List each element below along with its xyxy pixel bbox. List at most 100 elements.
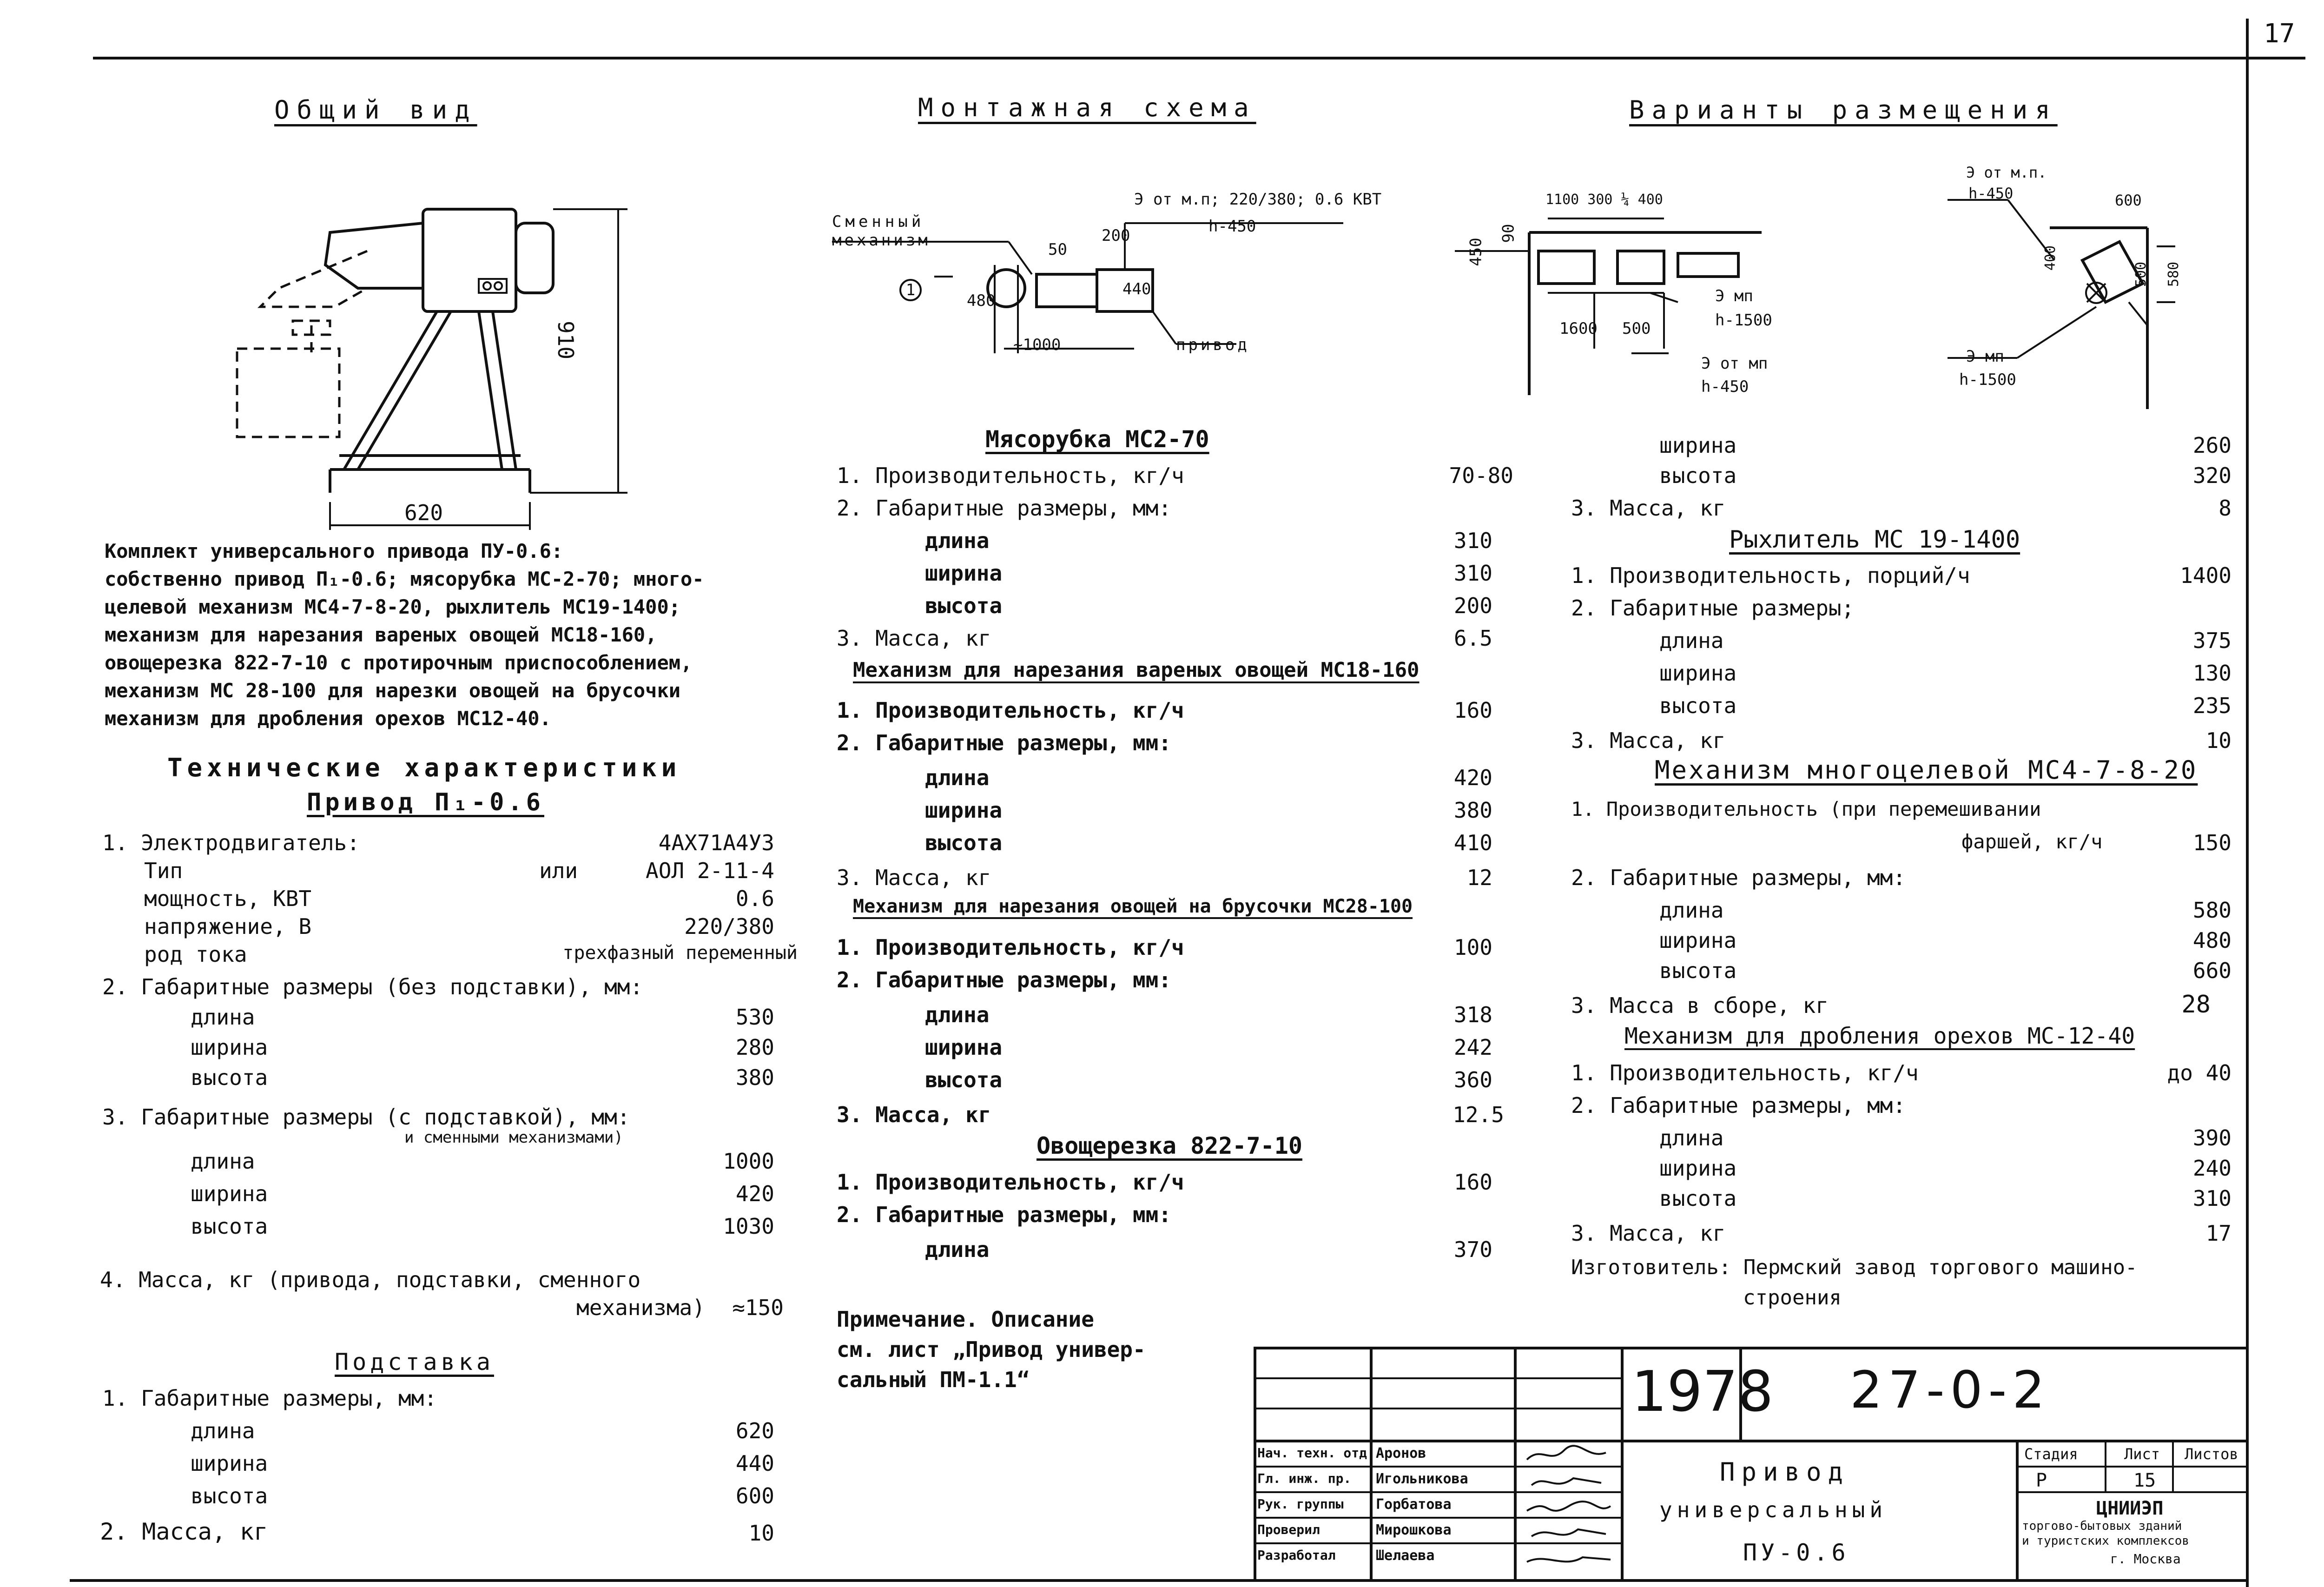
bars-l5v: 360 <box>1453 1067 1492 1092</box>
title-code: 27-0-2 <box>1850 1360 2051 1420</box>
title-year: 1978 <box>1631 1360 1774 1424</box>
rc-l3v: 8 <box>2218 496 2232 521</box>
v1-450: 450 <box>1466 238 1486 266</box>
grinder-l3v: 310 <box>1453 528 1492 553</box>
drive-title: Привод П₁-0.6 <box>307 788 544 816</box>
mount-circle-number: 1 <box>899 279 922 301</box>
bars-l2: 2. Габаритные размеры, мм: <box>837 967 1172 992</box>
cutter-l1v: 160 <box>1453 1170 1492 1195</box>
loosener-l5v: 235 <box>2192 693 2232 718</box>
boiled-l6: 3. Масса, кг <box>837 865 991 890</box>
tech-title: Технические характеристики <box>167 753 681 782</box>
v2-400: 400 <box>2042 245 2059 271</box>
loosener-l1v: 1400 <box>2180 563 2232 588</box>
drive-l4v: 220/380 <box>684 914 774 939</box>
sheets-header: Листов <box>2185 1445 2238 1463</box>
heading-placement-variants: Варианты размещения <box>1629 95 2058 125</box>
multi-l5: высота <box>1659 958 1737 983</box>
drive-l4: напряжение, В <box>144 914 312 939</box>
bars-l1: 1. Производительность, кг/ч <box>837 935 1184 960</box>
org-name-2: торгово-бытовых зданий <box>2022 1519 2182 1533</box>
grinder-l6: 3. Масса, кг <box>837 626 991 651</box>
sheet-value: 15 <box>2133 1470 2156 1491</box>
drive-l15: механизма) <box>576 1295 705 1320</box>
multi-l1b: фаршей, кг/ч <box>1961 830 2103 853</box>
bars-l6: 3. Масса, кг <box>837 1102 991 1127</box>
cutter-l1: 1. Производительность, кг/ч <box>837 1170 1184 1195</box>
nuts-maker-2: строения <box>1743 1286 1842 1309</box>
org-name-4: г. Москва <box>2110 1551 2181 1567</box>
kit-line: механизм для дробления орехов МС12-40. <box>105 707 551 730</box>
mount-replaceable-2: механизм <box>832 231 931 250</box>
mount-replaceable-1: Сменный <box>832 212 925 231</box>
bars-l5: высота <box>925 1067 1003 1092</box>
sheet-number: 17 <box>2264 19 2295 49</box>
kit-line: овощерезка 822-7-10 с протирочным приспо… <box>105 651 693 674</box>
nuts-l1v: до 40 <box>2167 1060 2232 1085</box>
note-line: см. лист „Привод универ- <box>837 1337 1146 1362</box>
org-name-3: и туристских комплексов <box>2022 1534 2190 1548</box>
v1-eotmp: Э от мп <box>1701 354 1768 373</box>
role-cell: Проверил <box>1257 1522 1320 1537</box>
bars-l1v: 100 <box>1453 935 1492 960</box>
loosener-l5: высота <box>1659 693 1737 718</box>
v2-500: 500 <box>2133 261 2150 287</box>
multi-l2: 2. Габаритные размеры, мм: <box>1571 865 1906 890</box>
dim-width-620: 620 <box>404 500 443 525</box>
grinder-l4v: 310 <box>1453 561 1492 586</box>
v1-top-dims: 1100 300 ¼ 400 <box>1545 192 1663 208</box>
mount-power-spec: Э от м.п; 220/380; 0.6 КВТ <box>1134 190 1382 209</box>
mount-dim-440: 440 <box>1122 280 1151 298</box>
loosener-l6: 3. Масса, кг <box>1571 728 1726 753</box>
name-cell: Шелаева <box>1376 1547 1435 1564</box>
v1-h1500: h-1500 <box>1715 311 1772 330</box>
drive-l13: высота <box>191 1214 268 1239</box>
v2-emp: Э мп <box>1966 347 2004 366</box>
stand-l4v: 600 <box>735 1483 774 1508</box>
multi-l6v: 28 <box>2181 991 2211 1018</box>
bars-l4: ширина <box>925 1035 1003 1060</box>
drive-l1v: 4АХ71А4У3 <box>658 830 774 855</box>
rc-l2: высота <box>1659 463 1737 488</box>
mounting-scheme-drawing <box>832 222 1343 353</box>
placement-variant-1 <box>1455 218 1762 395</box>
drive-l8: ширина <box>191 1035 268 1060</box>
boiled-l6v: 12 <box>1466 865 1492 890</box>
drive-l6: 2. Габаритные размеры (без подставки), м… <box>102 974 643 999</box>
grinder-l1v: 70-80 <box>1449 463 1513 488</box>
mount-dim-1000: ~1000 <box>1013 336 1061 354</box>
multi-l5v: 660 <box>2192 958 2232 983</box>
rc-l3: 3. Масса, кг <box>1571 496 1726 521</box>
boiled-l4v: 380 <box>1453 798 1492 823</box>
stand-l5v: 10 <box>748 1521 774 1546</box>
multi-l1v: 150 <box>2192 830 2232 855</box>
heading-mounting-scheme: Монтажная схема <box>918 93 1256 122</box>
v1-emp: Э мп <box>1715 287 1753 305</box>
v1-1600: 1600 <box>1559 319 1598 338</box>
role-cell: Рук. группы <box>1257 1496 1344 1512</box>
drive-l9v: 380 <box>735 1065 774 1090</box>
v2-h450: h-450 <box>1968 185 2014 202</box>
stand-l5: 2. Масса, кг <box>100 1518 268 1545</box>
nuts-l5: высота <box>1659 1186 1737 1211</box>
grinder-l2: 2. Габаритные размеры, мм: <box>837 496 1172 521</box>
drive-l3: мощность, КВТ <box>144 886 312 911</box>
drive-l12v: 420 <box>735 1181 774 1206</box>
nuts-l6: 3. Масса, кг <box>1571 1221 1726 1246</box>
title-block-grid <box>1254 1347 2249 1582</box>
title-name-3: ПУ-0.6 <box>1743 1539 1849 1566</box>
stand-l4: высота <box>191 1483 268 1508</box>
multi-l3v: 580 <box>2192 898 2232 923</box>
stand-l2v: 620 <box>735 1418 774 1443</box>
drive-l5v: трехфазный переменный <box>562 942 798 964</box>
role-cell: Разработал <box>1257 1547 1336 1563</box>
signatures <box>1526 1445 1611 1563</box>
grinder-l5: высота <box>925 593 1003 618</box>
multi-title: Механизм многоцелевой МС4-7-8-20 <box>1655 755 2198 785</box>
drive-l2v: АОЛ 2-11-4 <box>646 858 774 883</box>
org-name-1: ЦНИИЭП <box>2096 1498 2164 1519</box>
boiled-l4: ширина <box>925 798 1003 823</box>
rc-l1: ширина <box>1659 433 1737 458</box>
name-cell: Мирошкова <box>1376 1522 1452 1538</box>
nuts-l1: 1. Производительность, кг/ч <box>1571 1060 1919 1085</box>
